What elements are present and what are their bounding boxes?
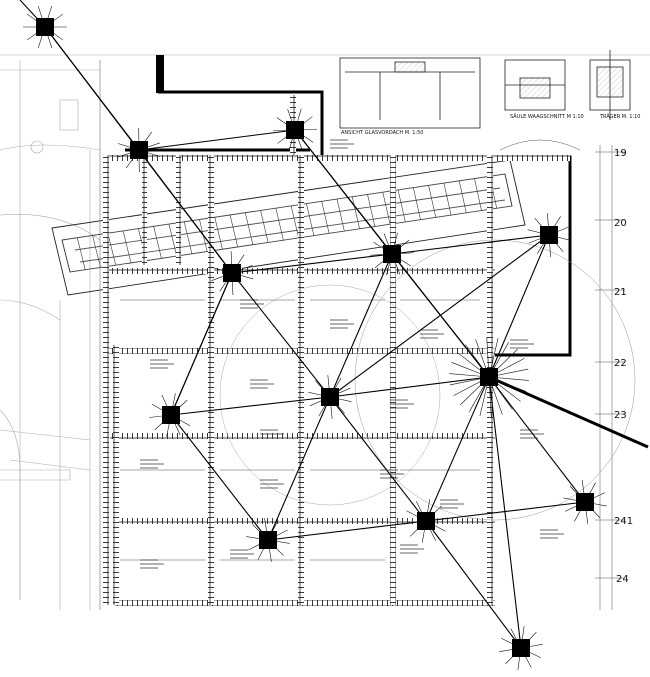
canopy-rib [443, 183, 452, 216]
canopy-rib [275, 208, 284, 241]
detail-sections [339, 50, 631, 129]
grid-axis-labels: 19 20 21 22 23 241 24 [614, 148, 633, 585]
network-line [488, 234, 550, 378]
bold-diagonal-beam [488, 375, 649, 449]
canopy-rib [367, 194, 376, 227]
network-line [231, 272, 331, 398]
node-square [162, 406, 180, 424]
canopy-ribs [61, 173, 513, 273]
grid-label-22: 22 [614, 358, 627, 369]
network-line [329, 234, 550, 398]
grid-label-23: 23 [614, 410, 627, 421]
canopy-rib [76, 237, 86, 270]
node-square [576, 493, 594, 511]
canopy-rib [260, 210, 269, 243]
girder-title: TRÄGER M. 1:10 [599, 113, 640, 120]
canopy-rib [351, 196, 360, 229]
canopy-rib [229, 214, 238, 248]
node-network-lines [19, 0, 649, 649]
canopy-rib [245, 212, 254, 245]
network-line [170, 272, 233, 416]
grid-label-24: 24 [616, 574, 629, 585]
grid-label-20: 20 [614, 218, 627, 229]
glass-canopy-title: ANSICHT GLASVORDACH M. 1:50 [341, 130, 423, 136]
network-line [170, 414, 269, 541]
node-square [417, 512, 435, 530]
network-line [170, 396, 331, 416]
canopy-rib [61, 239, 71, 273]
node-square [130, 141, 148, 159]
annotation-notes [140, 139, 564, 569]
canopy-rib [397, 189, 406, 222]
canopy-rib [474, 178, 482, 211]
network-line [425, 376, 490, 522]
canopy-rib [382, 192, 391, 225]
network-line [329, 396, 427, 522]
node-square [540, 226, 558, 244]
network-line [138, 149, 233, 274]
drafting-lines [99, 60, 636, 610]
canopy-rib [336, 198, 345, 232]
grid-label-241: 241 [614, 516, 633, 527]
network-line [391, 234, 550, 255]
canopy-rib [306, 203, 315, 236]
network-line [267, 520, 427, 541]
canopy-rib [107, 233, 117, 266]
column-section-title: SÄULE WAAGSCHNITT M 1:10 [510, 113, 584, 120]
network-line [329, 253, 393, 398]
canopy-rib [183, 221, 193, 254]
canopy-rib [153, 226, 162, 259]
canopy-rib [168, 223, 177, 257]
network-line [425, 501, 586, 522]
network-line [425, 520, 522, 649]
node-square [286, 121, 304, 139]
grid-label-21: 21 [614, 287, 627, 298]
node-square [383, 245, 401, 263]
wall-stub [156, 55, 164, 93]
canopy-rib [122, 230, 132, 263]
network-line [488, 376, 586, 503]
node-square [259, 531, 277, 549]
network-line [329, 376, 490, 398]
canopy-rib [290, 205, 299, 238]
canopy-rib [428, 185, 437, 218]
node-square [512, 639, 530, 657]
network-line [267, 396, 331, 541]
base-plan-background [0, 54, 650, 610]
nodes [36, 18, 594, 657]
node-square [480, 368, 498, 386]
network-line [488, 376, 522, 649]
canopy-rib [413, 187, 421, 220]
canopy-rib [92, 235, 101, 268]
canopy-rib [504, 173, 513, 207]
node-square [223, 264, 241, 282]
network-line [138, 129, 296, 151]
node-square [36, 18, 54, 36]
network-line [231, 253, 393, 274]
canopy-rib [321, 201, 330, 234]
node-square [321, 388, 339, 406]
canopy-rib [214, 217, 223, 250]
grid-label-19: 19 [614, 148, 627, 159]
canopy-rib [458, 180, 467, 213]
